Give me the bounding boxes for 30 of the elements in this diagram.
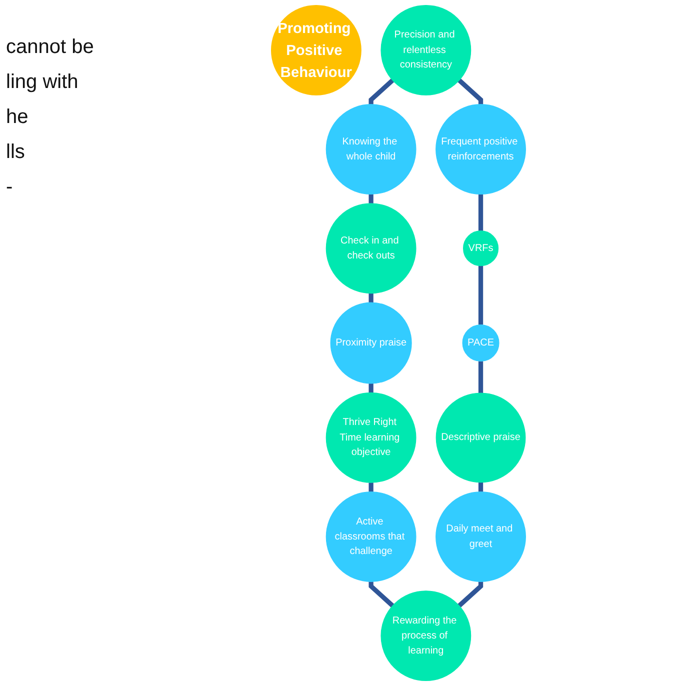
node-circle: Frequent positive reinforcements	[436, 104, 526, 194]
connector	[368, 582, 394, 608]
node-circle: Thrive Right Time learning objective	[326, 392, 416, 483]
node-circle: VRFs	[463, 230, 499, 266]
node-circle: Rewarding the process of learning	[380, 590, 472, 682]
node-circle: Active classrooms that challenge	[326, 492, 416, 582]
node-circle: Knowing the whole child	[326, 104, 416, 194]
connector	[478, 266, 484, 325]
connector	[368, 293, 374, 303]
node-circle: Promoting Positive Behaviour	[271, 4, 362, 96]
connector	[368, 383, 374, 393]
node-circle: Check in and check outs	[326, 203, 416, 294]
connector	[458, 78, 484, 104]
node-circle: Precision and relentless consistency	[380, 4, 472, 96]
connector	[478, 482, 484, 492]
connector	[458, 582, 484, 608]
connector	[368, 482, 374, 492]
connector	[478, 194, 484, 231]
connector	[368, 194, 374, 204]
node-circle: PACE	[462, 324, 500, 362]
node-circle: Proximity praise	[330, 302, 412, 384]
text-fragment: -	[6, 176, 13, 199]
text-fragment: cannot be	[6, 36, 94, 59]
text-fragment: lls	[6, 141, 25, 164]
connector	[368, 78, 394, 104]
node-circle: Daily meet and greet	[436, 492, 526, 582]
text-fragment: he	[6, 106, 28, 129]
connector	[478, 361, 484, 394]
node-circle: Descriptive praise	[436, 392, 526, 483]
text-fragment: ling with	[6, 71, 78, 94]
